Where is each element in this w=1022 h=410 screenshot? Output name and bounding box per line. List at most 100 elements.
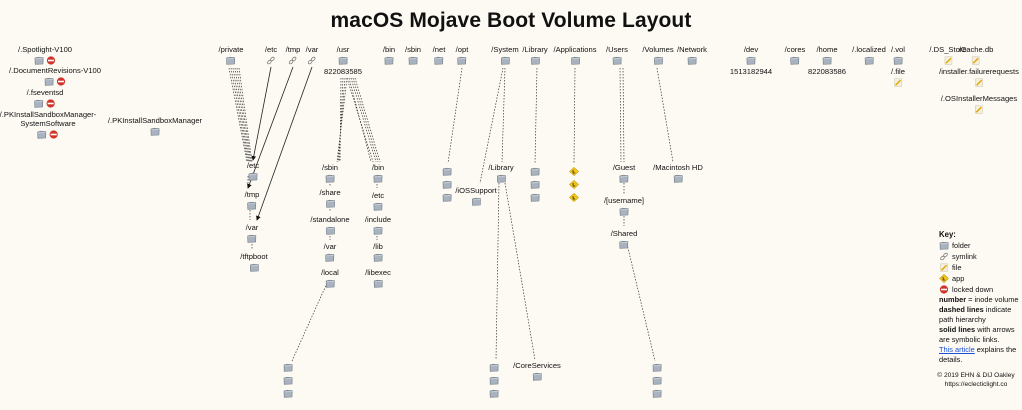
node-icons	[604, 207, 644, 217]
private-child-node[interactable]: /tftpboot	[240, 252, 268, 273]
folder-icon	[496, 174, 506, 183]
legend-note-dashed: dashed lines indicate path hierarchy	[939, 305, 1019, 325]
path-label: /lib	[373, 242, 383, 251]
top-level-node[interactable]: /installer.failurerequests	[939, 67, 1019, 88]
folder-icon	[373, 174, 383, 183]
inode-number: 1513182944	[729, 67, 773, 76]
top-level-node[interactable]: /tmp	[285, 45, 301, 66]
node-icons	[0, 130, 96, 140]
system-library-child-node[interactable]: /CoreServices	[513, 361, 561, 382]
top-level-node[interactable]: /.localized	[852, 45, 886, 66]
node-icons	[383, 56, 395, 66]
hidden-folder-node[interactable]: /.PKInstallSandboxManager-SystemSoftware	[0, 110, 96, 140]
top-level-node[interactable]: /net	[433, 45, 445, 66]
top-level-node[interactable]: /opt	[456, 45, 468, 66]
folder-icon	[570, 56, 580, 65]
hidden-folder-node[interactable]: /.DocumentRevisions-V100	[9, 66, 101, 87]
system-child-node[interactable]: /Library	[488, 163, 514, 184]
folder-icon	[442, 167, 452, 176]
private-child-node[interactable]: /etc	[247, 161, 259, 182]
file-icon	[971, 56, 981, 65]
usr-child-node[interactable]: /libexec	[365, 268, 391, 289]
legend-label: app	[952, 273, 965, 283]
hierarchy-line	[336, 77, 348, 163]
path-label: /usr	[336, 45, 350, 54]
app-icon	[569, 167, 579, 176]
top-level-node[interactable]: /Cache.db	[959, 45, 993, 66]
top-level-node[interactable]: /.vol	[891, 45, 905, 66]
usr-child-node[interactable]: /bin	[372, 163, 384, 184]
top-level-node[interactable]: /Network	[677, 45, 707, 66]
top-level-node[interactable]: /Volumes	[642, 45, 674, 66]
folder-icon	[408, 56, 418, 65]
top-level-node[interactable]: /Users	[606, 45, 628, 66]
usr-child-node[interactable]: /share	[319, 188, 341, 209]
top-level-node[interactable]: /Applications	[553, 45, 597, 66]
folder-icon	[746, 56, 756, 65]
top-level-node[interactable]: /.DS_Store	[929, 45, 967, 66]
legend-label: folder	[952, 240, 971, 250]
usr-child-node[interactable]: /local	[321, 268, 339, 289]
article-link[interactable]: This article	[939, 345, 975, 354]
top-level-node[interactable]: /bin	[383, 45, 395, 66]
usr-child-node[interactable]: /lib	[373, 242, 383, 263]
folder-icon	[373, 253, 383, 262]
path-label: /CoreServices	[513, 361, 561, 370]
folder-icon	[939, 241, 949, 250]
usr-child-node[interactable]: /include	[365, 215, 391, 236]
users-child-node[interactable]: /Guest	[613, 163, 635, 184]
system-child-node[interactable]: /iOSSupport	[455, 186, 497, 207]
private-child-node[interactable]: /tmp	[245, 190, 260, 211]
legend-note-article: This article explains the details.	[939, 345, 1019, 365]
top-level-node[interactable]: /cores	[785, 45, 805, 66]
usr-child-node[interactable]: /sbin	[322, 163, 338, 184]
top-level-node[interactable]: /.file	[891, 67, 905, 88]
top-level-node[interactable]: /private	[219, 45, 244, 66]
top-level-node[interactable]: /var	[306, 45, 318, 66]
node-icons	[219, 56, 244, 66]
path-label: /etc	[264, 45, 278, 54]
top-level-node[interactable]: /etc	[265, 45, 277, 66]
folder-icon	[500, 56, 510, 65]
node-icons	[553, 56, 596, 66]
folder-icon	[489, 389, 499, 398]
app-icon	[939, 274, 949, 283]
node-icons	[324, 56, 362, 66]
folder-icon	[442, 193, 452, 202]
usr-child-node[interactable]: /etc	[372, 191, 384, 212]
folder-icon	[822, 56, 832, 65]
volumes-child-node[interactable]: /Macintosh HD	[653, 163, 703, 184]
path-label: /.localized	[852, 45, 886, 54]
node-icons	[321, 279, 339, 289]
hidden-folder-node[interactable]: /.fseventsd	[27, 88, 64, 109]
inode-number: 822083586	[807, 67, 847, 76]
legend-text: indicate path hierarchy	[939, 305, 1012, 324]
users-child-node[interactable]: /[username]	[604, 196, 644, 217]
node-icons	[245, 201, 260, 211]
hierarchy-line	[495, 182, 500, 361]
private-child-node[interactable]: /var	[246, 223, 258, 244]
path-label: /tmp	[285, 45, 301, 54]
file-icon	[893, 78, 903, 87]
node-icons	[27, 99, 64, 109]
top-level-node[interactable]: /sbin	[405, 45, 421, 66]
hierarchy-line	[234, 67, 251, 163]
locked-icon	[56, 77, 66, 86]
node-icons	[941, 105, 1017, 115]
hidden-folder-node[interactable]: /.PKInstallSandboxManager	[108, 116, 202, 137]
users-child-node[interactable]: /Shared	[611, 229, 637, 250]
hierarchy-line	[236, 67, 252, 163]
usr-child-node[interactable]: /var	[324, 242, 336, 263]
node-icons	[365, 279, 391, 289]
hierarchy-line	[230, 67, 249, 163]
top-level-node[interactable]: /System	[491, 45, 519, 66]
top-level-node[interactable]: /Library	[522, 45, 548, 66]
path-label: /libexec	[365, 268, 391, 277]
usr-child-node[interactable]: /standalone	[310, 215, 350, 236]
hidden-folder-node[interactable]: /.Spotlight-V100	[18, 45, 72, 66]
path-label: /sbin	[321, 163, 339, 172]
top-level-node[interactable]: /.OSInstallerMessages	[941, 94, 1017, 115]
